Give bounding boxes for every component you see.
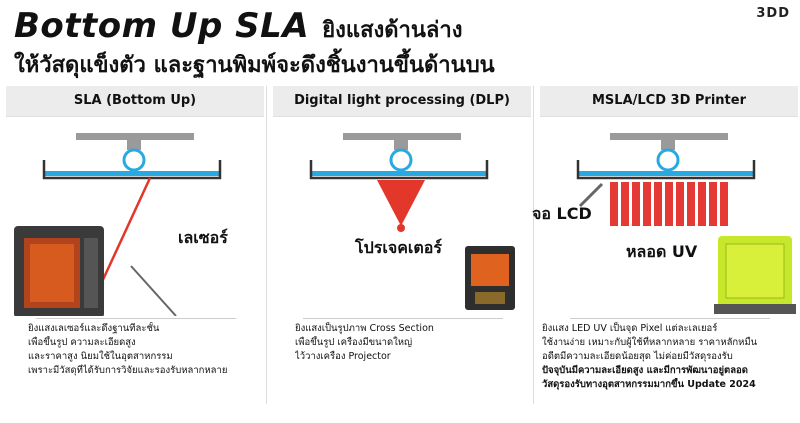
panel-sla: SLA (Bottom Up) เลเซอร์ ยิงแสงเลเซอร์และ… [6, 86, 264, 404]
title-thai-1: ยิงแสงด้านล่าง [322, 18, 463, 43]
uv-led [665, 182, 673, 226]
uv-led [654, 182, 662, 226]
uv-led [720, 182, 728, 226]
projector-light [377, 180, 425, 226]
laser-beam [99, 177, 152, 285]
panel-description: ยิงแสง LED UV เป็นจุด Pixel แต่ละเลเยอร์… [542, 322, 796, 392]
sla-diagram [14, 133, 222, 316]
desc-line: อดีตมีความละเอียดน้อยสุด ไม่ค่อยมีวัสดุร… [542, 351, 733, 362]
panel-msla: MSLA/LCD 3D Printer จอ LCD หลอด UV ยิงแส… [532, 86, 798, 404]
separator [36, 318, 236, 319]
uv-lamp-label: หลอด UV [626, 242, 698, 261]
resin-layer [311, 171, 487, 176]
panel-title: Digital light processing (DLP) [273, 86, 531, 117]
desc-line: เพื่อขึ้นรูป เครื่องมีขนาดใหญ่ [295, 337, 413, 348]
laser-label: เลเซอร์ [178, 228, 228, 247]
panel-title: MSLA/LCD 3D Printer [540, 86, 798, 117]
uv-led [632, 182, 640, 226]
uv-led [621, 182, 629, 226]
uv-led [676, 182, 684, 226]
panel-divider [533, 86, 534, 404]
plate-arm [127, 140, 141, 150]
dlp-diagram [309, 133, 515, 310]
desc-line: ใช้งานง่าย เหมาะกับผู้ใช้ที่หลากหลาย ราค… [542, 337, 758, 348]
title-thai-2: ให้วัสดุแข็งตัว และฐานพิมพ์จะดึงชิ้นงานข… [14, 53, 495, 78]
uv-led [610, 182, 618, 226]
uv-led [698, 182, 706, 226]
uv-led-array [610, 182, 728, 226]
desc-line: ปัจจุบันมีความละเอียดสูง และมีการพัฒนาอย… [542, 365, 748, 376]
panel-description: ยิงแสงเลเซอร์และดึงฐานทีละชั้น เพื่อขึ้น… [28, 322, 260, 378]
resin-vat [309, 160, 489, 180]
printed-part [122, 148, 146, 172]
desc-line: วัสดุรองรับทางอุตสาหกรรมมากขึ้น Update 2… [542, 379, 756, 390]
build-plate [76, 133, 194, 140]
resin-vat [42, 160, 222, 180]
separator [303, 318, 503, 319]
lcd-pointer [578, 182, 604, 208]
panel-dlp: Digital light processing (DLP) โปรเจคเตอ… [273, 86, 531, 404]
build-plate [610, 133, 728, 140]
resin-layer [44, 171, 220, 176]
desc-line: ไว้วางเครื่อง Projector [295, 351, 391, 362]
desc-line: ยิงแสงเลเซอร์และดึงฐานทีละชั้น [28, 323, 160, 334]
uv-led [709, 182, 717, 226]
page-title: Bottom Up SLA ยิงแสงด้านล่าง [14, 6, 463, 47]
plate-arm [661, 140, 675, 150]
msla-diagram [576, 133, 796, 314]
uv-led [687, 182, 695, 226]
panel-description: ยิงแสงเป็นรูปภาพ Cross Section เพื่อขึ้น… [295, 322, 527, 364]
desc-line: และราคาสูง นิยมใช้ในอุตสาหกรรม [28, 351, 173, 362]
lcd-label: จอ LCD [532, 204, 592, 223]
build-plate [343, 133, 461, 140]
projector-label: โปรเจคเตอร์ [355, 238, 442, 257]
title-english: Bottom Up SLA [14, 6, 310, 46]
separator [570, 318, 770, 319]
brand-logo: 3DD [756, 6, 790, 21]
desc-line: เพื่อขึ้นรูป ความละเอียดสูง [28, 337, 136, 348]
desc-line: เพราะมีวัสดุที่ได้รับการวิจัยและรองรับหล… [28, 365, 228, 376]
resin-vat [576, 160, 756, 180]
desc-line: ยิงแสง LED UV เป็นจุด Pixel แต่ละเลเยอร์ [542, 323, 718, 334]
plate-arm [394, 140, 408, 150]
panel-divider [266, 86, 267, 404]
printed-part [656, 148, 680, 172]
panel-title: SLA (Bottom Up) [6, 86, 264, 117]
uv-led [643, 182, 651, 226]
resin-layer [578, 171, 754, 176]
printed-part [389, 148, 413, 172]
desc-line: ยิงแสงเป็นรูปภาพ Cross Section [295, 323, 434, 334]
mirror [130, 265, 177, 316]
